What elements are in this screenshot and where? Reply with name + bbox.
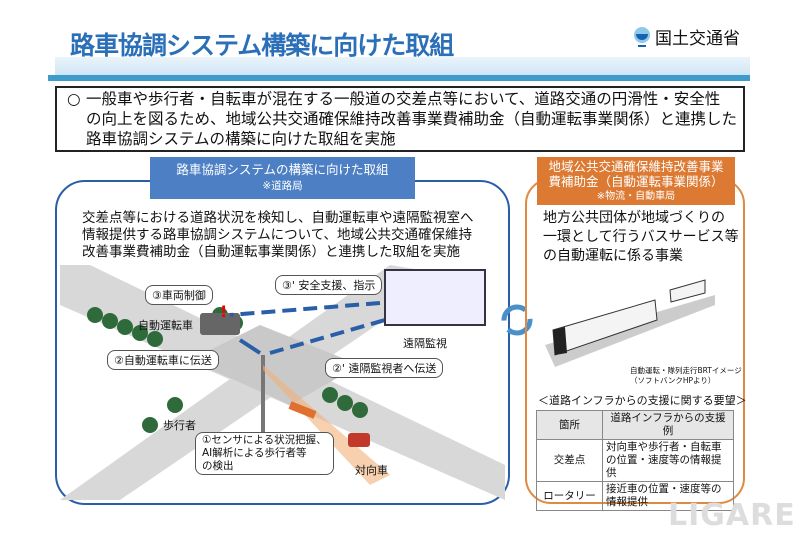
remote-monitor-screen (384, 269, 486, 326)
left-title-text: 路車協調システムの構築に向けた取組 (176, 162, 389, 177)
table-row: ロータリー接近車の位置・速度等の情報提供 (536, 481, 734, 511)
label-vehicle-control: ③車両制御 (145, 285, 213, 305)
left-description: 交差点等における道路状況を検知し、自動運転車や遠隔監視室へ 情報提供する路車協調… (82, 210, 492, 261)
label-pedestrian: 歩行者 (163, 419, 196, 432)
table-header-row: 箇所道路インフラからの支援例 (536, 410, 734, 440)
label-safety-support: ③' 安全支援、指示 (275, 275, 383, 295)
autonomous-bus (200, 313, 240, 335)
summary-box: ○ 一般車や歩行者・自転車が混在する一般道の交差点等において、道路交通の円滑性・安… (55, 86, 745, 152)
bullet: ○ (67, 90, 81, 108)
cell: 対向車や歩行者・自転車の位置・速度等の情報提供 (602, 439, 734, 482)
label-sensor-detection: ①センサによる状況把握、 AI解析による歩行者等 の検出 (195, 432, 334, 475)
ministry-name: 国土交通省 (655, 29, 740, 49)
caption-line: （ソフトバンクHPより） (630, 376, 716, 385)
oncoming-car (348, 433, 370, 447)
cell: ロータリー (536, 481, 603, 511)
label-bus: 自動運転車 (138, 319, 193, 332)
summary-line: の向上を図るため、地域公共交通確保維持改善事業費補助金（自動運転事業関係）と連携… (86, 110, 738, 128)
summary-line: 一般車や歩行者・自転車が混在する一般道の交差点等において、道路交通の円滑性・安全… (86, 90, 721, 108)
label-oncoming: 対向車 (355, 464, 388, 477)
right-title-line: 地域公共交通確保維持改善事業 (548, 159, 724, 174)
step1-line: の検出 (202, 460, 234, 472)
header-cell: 道路インフラからの支援例 (602, 410, 734, 440)
header-band (55, 57, 750, 75)
alert-icon: ! (220, 302, 227, 321)
arrow-safety-support (229, 301, 381, 317)
intersection (190, 325, 360, 405)
cell: 交差点 (536, 439, 603, 482)
arrow-to-bus (238, 338, 262, 355)
watermark: LIGARE (668, 498, 796, 533)
desc-line: 情報提供する路車協調システムについて、地域公共交通確保維持 (82, 227, 473, 243)
image-caption: 自動運転・隊列走行BRTイメージ （ソフトバンクHPより） (630, 366, 742, 386)
sensor-beam (263, 365, 390, 485)
desc-line: 地方公共団体が地域づくりの (543, 210, 725, 226)
desc-line: の自動運転に係る事業 (543, 248, 683, 264)
requests-title: ＜道路インフラからの支援に関する要望＞ (538, 394, 747, 407)
desc-line: 一環として行うバスサービス等 (543, 229, 739, 245)
left-subtitle: ※道路局 (262, 180, 303, 192)
car-arrow (288, 401, 317, 419)
page-title: 路車協調システム構築に向けた取組 (70, 31, 454, 60)
label-monitor: 遠隔監視 (403, 337, 447, 350)
intersection-illustration: ! (60, 265, 505, 500)
label-send-to-vehicle: ②自動運転車に伝送 (107, 350, 219, 370)
right-subtitle: ※物流・自動車局 (596, 191, 676, 202)
cycle-arrows-icon (501, 304, 533, 336)
header-stripe (48, 75, 750, 81)
brt-bus-image (545, 279, 715, 367)
requests-table: 箇所道路インフラからの支援例 交差点対向車や歩行者・自転車の位置・速度等の情報提… (536, 410, 734, 511)
cell: 接近車の位置・速度等の情報提供 (602, 481, 734, 511)
desc-line: 改善事業費補助金（自動運転事業関係）と連携した取組を実施 (82, 244, 460, 260)
right-description: 地方公共団体が地域づくりの 一環として行うバスサービス等 の自動運転に係る事業 (543, 209, 743, 266)
caption-line: 自動運転・隊列走行BRTイメージ (630, 366, 742, 375)
header-cell: 箇所 (536, 410, 603, 440)
summary-line: 路車協調システムの構築に向けた取組を実施 (86, 130, 396, 148)
sensor-pole (261, 355, 265, 475)
label-send-to-monitor: ②' 遠隔監視者へ伝送 (325, 358, 444, 378)
left-panel-title: 路車協調システムの構築に向けた取組 ※道路局 (150, 157, 415, 199)
right-panel-title: 地域公共交通確保維持改善事業 費補助金（自動運転事業関係） ※物流・自動車局 (537, 157, 735, 205)
table-row: 交差点対向車や歩行者・自転車の位置・速度等の情報提供 (536, 439, 734, 482)
ministry-logo: 国土交通省 (633, 24, 740, 49)
step1-line: AI解析による歩行者等 (202, 447, 307, 459)
desc-line: 交差点等における道路状況を検知し、自動運転車や遠隔監視室へ (82, 210, 474, 226)
right-title-line: 費補助金（自動運転事業関係） (548, 174, 724, 189)
mlit-logo-icon (634, 26, 650, 47)
step1-line: ①センサによる状況把握、 (202, 434, 327, 446)
